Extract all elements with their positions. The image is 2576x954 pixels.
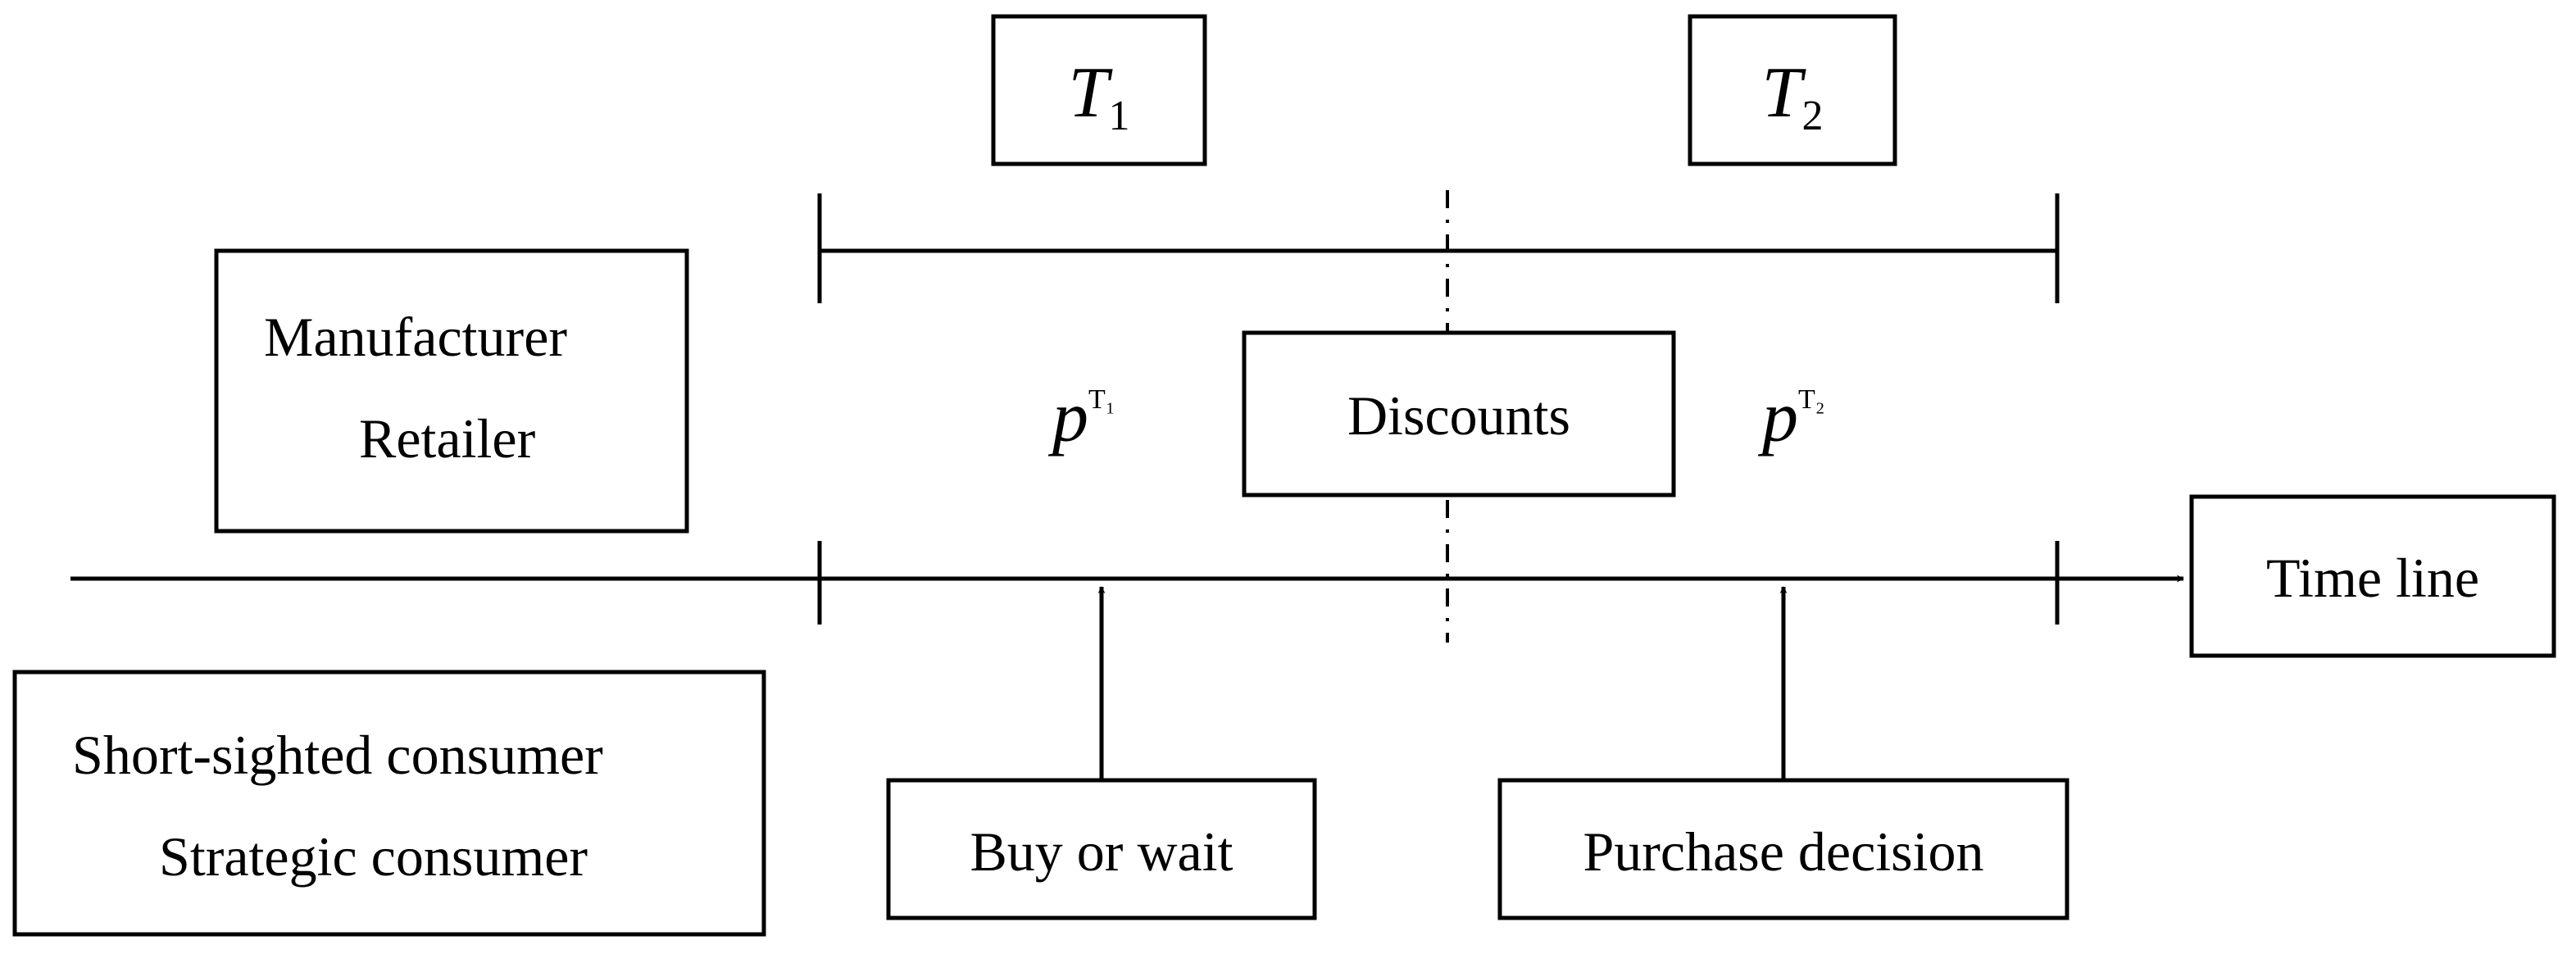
firms-box: Manufacturer Retailer (214, 248, 689, 534)
buy-or-wait-box: Buy or wait (886, 778, 1317, 920)
period-2-box: T2 (1688, 14, 1897, 166)
period-span-bracket (817, 193, 2060, 303)
consumers-box: Short-sighted consumer Strategic consume… (12, 670, 766, 937)
period-2-label: T2 (1762, 53, 1824, 139)
discounts-label: Discounts (1347, 384, 1570, 447)
purchase-decision-label: Purchase decision (1583, 820, 1983, 883)
firms-line-2: Retailer (359, 407, 536, 470)
timeline-label-box: Time line (2189, 494, 2556, 658)
period-1-label: T1 (1069, 53, 1130, 139)
time-axis (70, 541, 2184, 625)
period-1-box: T1 (991, 14, 1207, 166)
discounts-box: Discounts (1242, 330, 1676, 497)
firms-line-1: Manufacturer (264, 306, 567, 368)
consumers-line-1: Short-sighted consumer (72, 724, 603, 786)
purchase-decision-box: Purchase decision (1497, 778, 2069, 920)
timeline-label: Time line (2266, 547, 2479, 609)
buy-or-wait-label: Buy or wait (970, 820, 1233, 883)
consumers-line-2: Strategic consumer (159, 825, 588, 888)
price-period-2: pT₂ (1757, 378, 1825, 457)
price-period-1: pT₁ (1047, 378, 1115, 457)
